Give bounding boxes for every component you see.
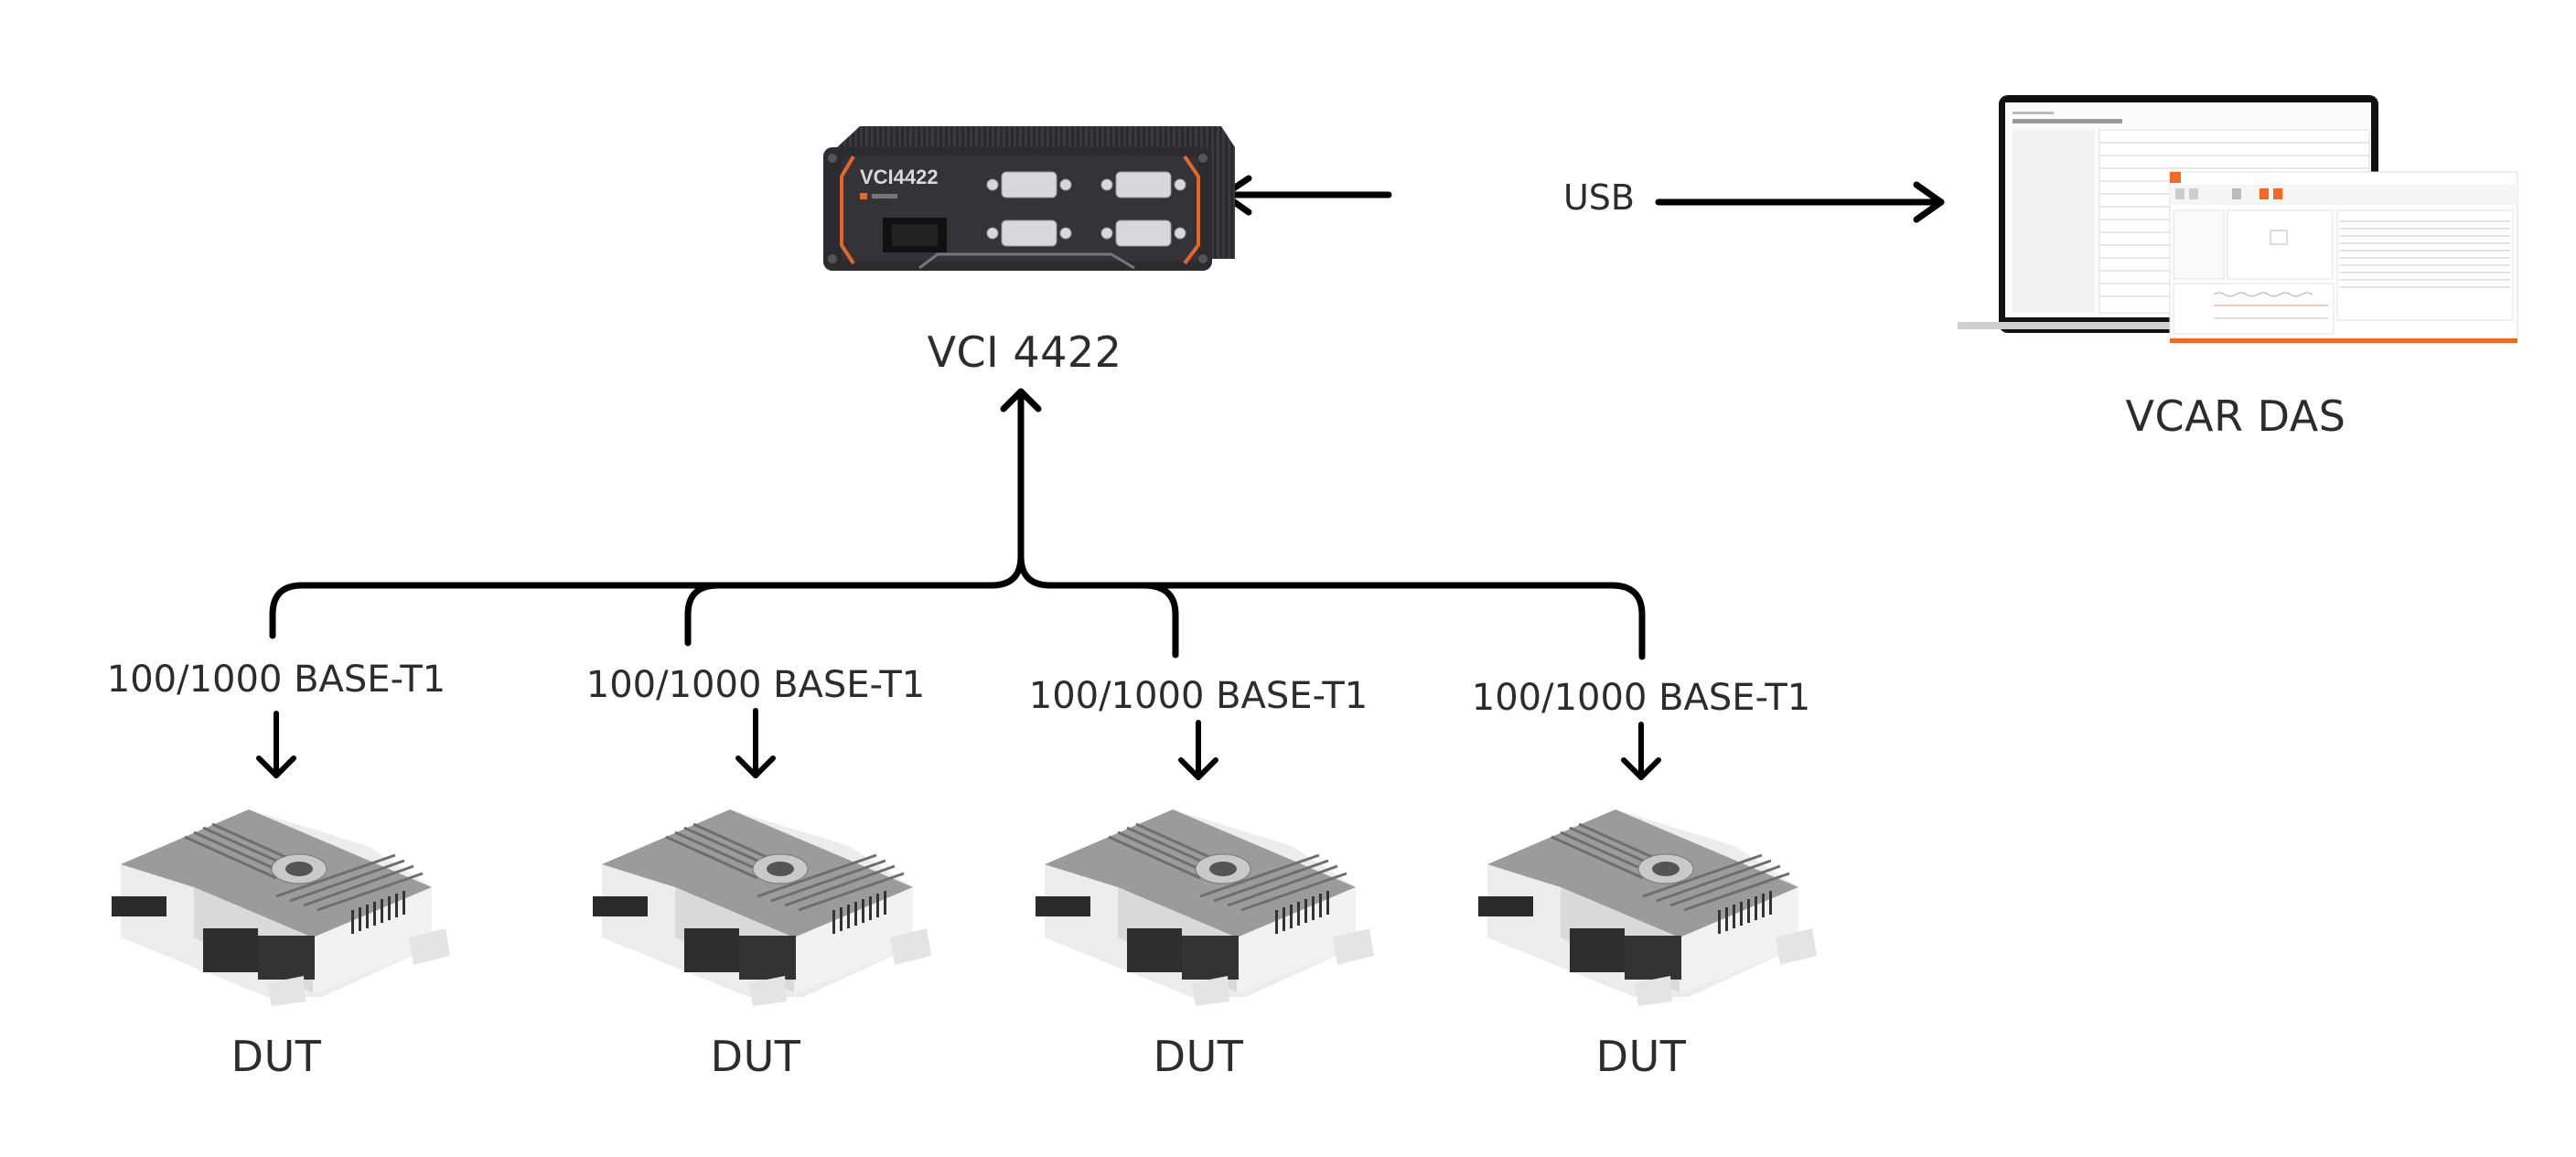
branch-3-link-label: 100/1000 BASE-T1: [1028, 675, 1368, 717]
dut-3-label: DUT: [1153, 1032, 1244, 1081]
dut-1-label: DUT: [231, 1032, 322, 1081]
usb-label: USB: [1562, 177, 1636, 218]
vci-device: VCI4422: [819, 122, 1235, 275]
trunk-arrow: [1000, 388, 1042, 560]
branch-1-link-label: 100/1000 BASE-T1: [106, 659, 446, 701]
dut-2-label: DUT: [710, 1032, 801, 1081]
branch-2-link-label: 100/1000 BASE-T1: [585, 664, 926, 706]
vci-label: VCI 4422: [927, 327, 1122, 377]
branch-4-link-label: 100/1000 BASE-T1: [1471, 677, 1811, 719]
dut-device-4: [1460, 800, 1826, 1006]
usb-right-arrow: [1655, 181, 1945, 223]
vcar-das-label: VCAR DAS: [2125, 391, 2346, 441]
usb-left-arrow: [1220, 175, 1392, 216]
bus-line: [269, 552, 1646, 660]
dut-device-1: [93, 800, 459, 1006]
dut-device-2: [574, 800, 940, 1006]
branch-arrow-3: [1178, 720, 1218, 780]
branch-arrow-2: [735, 708, 776, 778]
vcar-das-pc: [1958, 82, 2525, 348]
branch-arrow-1: [256, 711, 296, 778]
dut-device-3: [1017, 800, 1383, 1006]
vci-brand-text: VCI4422: [860, 166, 939, 188]
dut-4-label: DUT: [1595, 1032, 1687, 1081]
branch-arrow-4: [1621, 722, 1661, 780]
